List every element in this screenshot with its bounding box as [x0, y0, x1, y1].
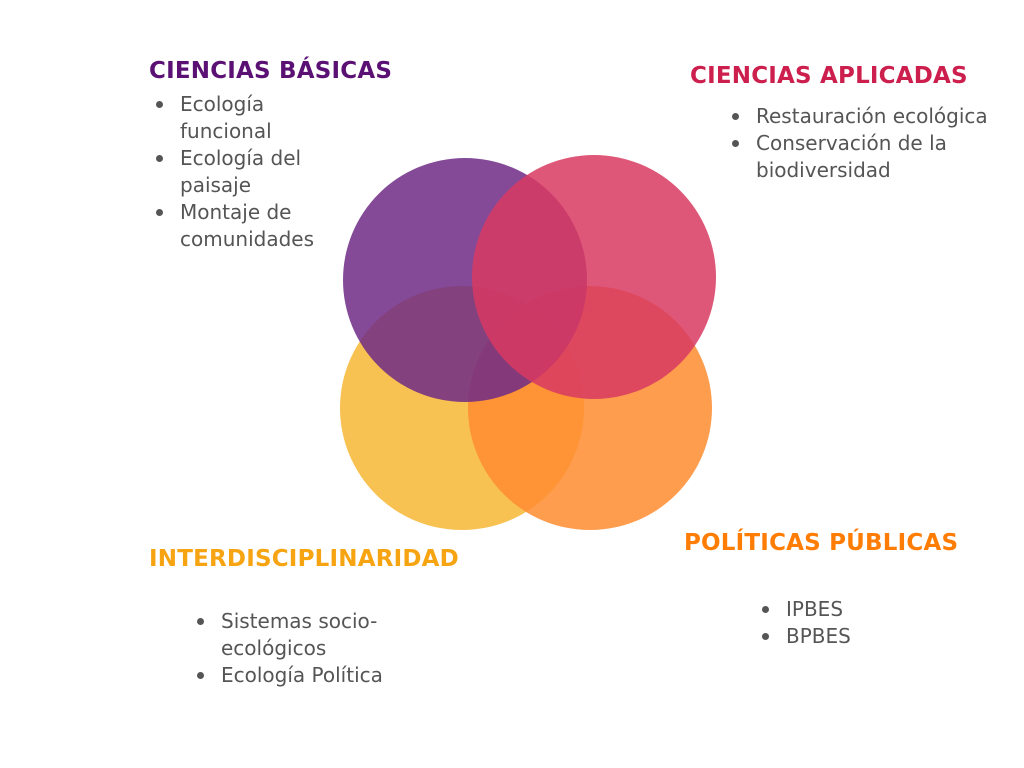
list-item: Conservación de la biodiversidad	[730, 130, 1000, 184]
heading-interdisciplinaridad: INTERDISCIPLINARIDAD	[149, 546, 459, 572]
bullet-icon	[197, 618, 204, 625]
list-item-text: Montaje de comunidades	[180, 200, 314, 251]
list-interdisciplinaridad: Sistemas socio-ecológicos Ecología Polít…	[195, 608, 435, 689]
list-item: Montaje de comunidades	[154, 199, 354, 253]
list-item: IPBES	[760, 596, 960, 623]
list-item: Restauración ecológica	[730, 103, 1000, 130]
bullet-icon	[156, 155, 163, 162]
list-item-text: IPBES	[786, 597, 844, 621]
list-item-text: Conservación de la biodiversidad	[756, 131, 947, 182]
bullet-icon	[156, 209, 163, 216]
list-item: Ecología funcional	[154, 91, 354, 145]
bullet-icon	[732, 113, 739, 120]
list-item-text: Sistemas socio-ecológicos	[221, 609, 378, 660]
heading-ciencias-basicas: CIENCIAS BÁSICAS	[149, 58, 393, 84]
list-item-text: Ecología funcional	[180, 92, 272, 143]
list-item-text: Ecología Política	[221, 663, 383, 687]
bullet-icon	[762, 606, 769, 613]
list-item-text: BPBES	[786, 624, 851, 648]
bullet-icon	[197, 672, 204, 679]
list-item-text: Restauración ecológica	[756, 104, 988, 128]
heading-ciencias-aplicadas: CIENCIAS APLICADAS	[690, 63, 968, 89]
list-item: Sistemas socio-ecológicos	[195, 608, 435, 662]
list-item: Ecología del paisaje	[154, 145, 354, 199]
bullet-icon	[762, 633, 769, 640]
bullet-icon	[732, 140, 739, 147]
list-ciencias-basicas: Ecología funcional Ecología del paisaje …	[154, 91, 354, 253]
list-politicas-publicas: IPBES BPBES	[760, 596, 960, 650]
list-item: Ecología Política	[195, 662, 435, 689]
list-item-text: Ecología del paisaje	[180, 146, 302, 197]
bullet-icon	[156, 101, 163, 108]
list-ciencias-aplicadas: Restauración ecológica Conservación de l…	[730, 103, 1000, 184]
list-item: BPBES	[760, 623, 960, 650]
circle-pink	[472, 155, 716, 399]
heading-politicas-publicas: POLÍTICAS PÚBLICAS	[684, 530, 959, 556]
